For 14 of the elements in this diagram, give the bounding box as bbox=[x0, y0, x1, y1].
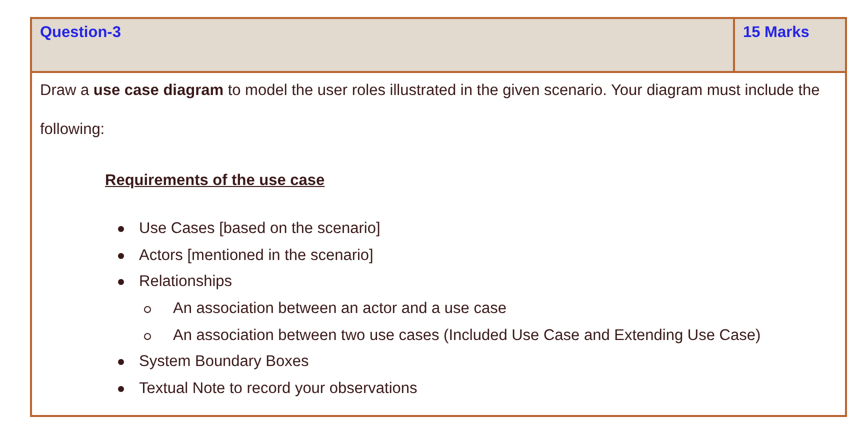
header-cell bbox=[733, 17, 847, 73]
list-item: An association between an actor and a use case bbox=[173, 299, 506, 319]
header-cell bbox=[30, 17, 735, 73]
list-item: System Boundary Boxes bbox=[139, 352, 309, 372]
list-item: Actors [mentioned in the scenario] bbox=[139, 246, 374, 266]
list-item: An association between two use cases (Included Use Case and Extending Use Case) bbox=[173, 326, 761, 346]
table-cell bbox=[30, 71, 847, 417]
list-item: Relationships bbox=[139, 272, 232, 292]
section-heading: Requirements of the use case bbox=[105, 171, 325, 191]
question-number: Question-3 bbox=[40, 23, 121, 43]
marks-label: 15 Marks bbox=[743, 23, 810, 43]
list-item: Use Cases [based on the scenario] bbox=[139, 219, 380, 239]
instruction-text: Draw a use case diagram to model the user roles illustrated in the given scenario. Your diagram must include the following: bbox=[40, 81, 821, 140]
list-item: Textual Note to record your observations bbox=[139, 379, 418, 399]
